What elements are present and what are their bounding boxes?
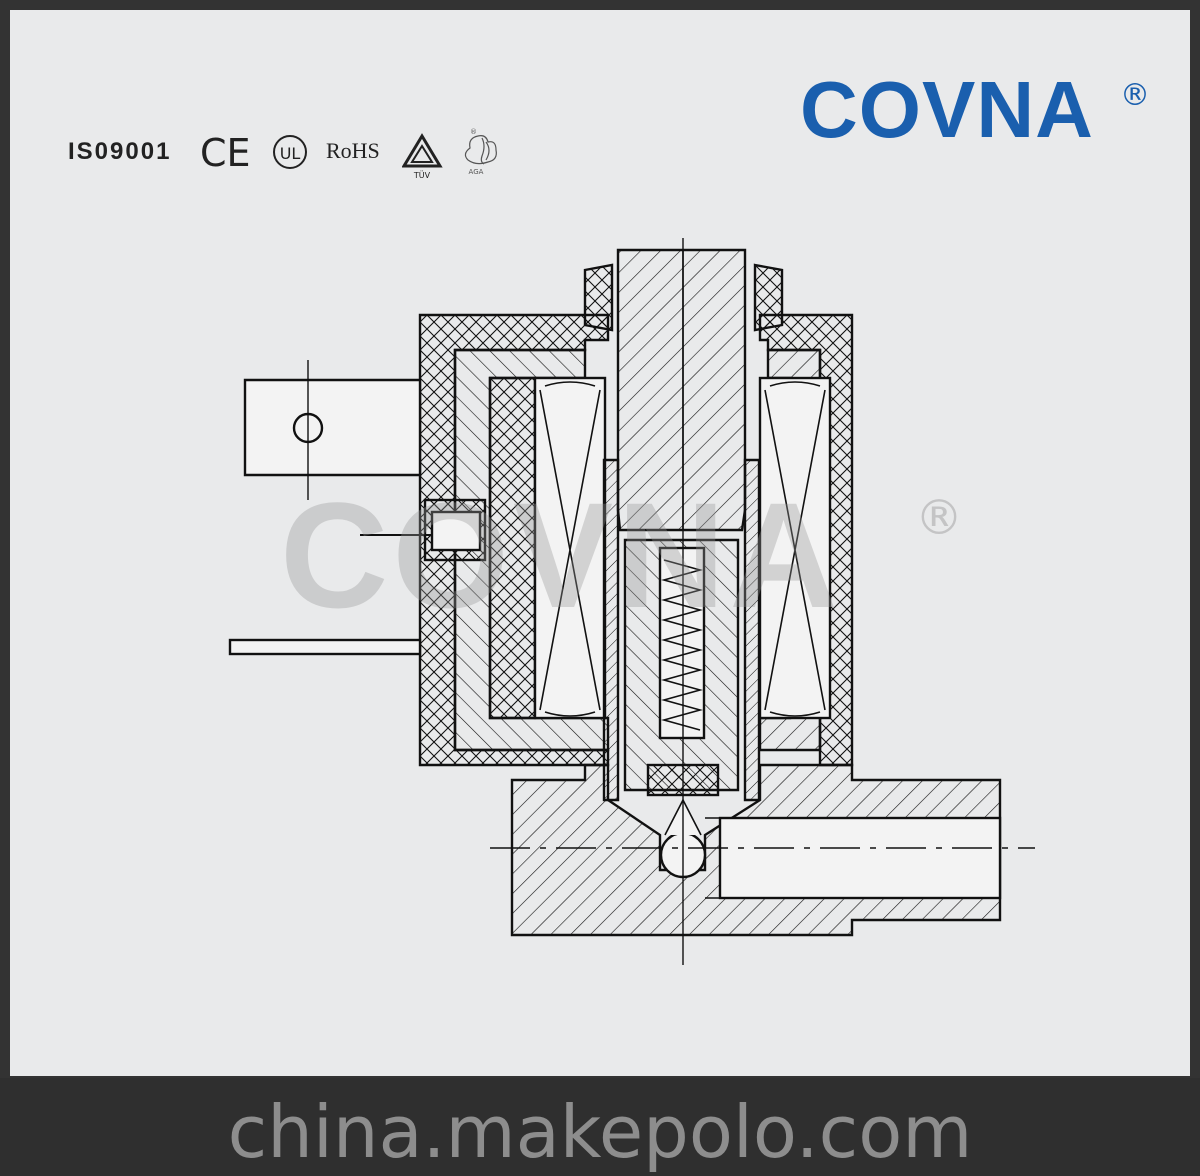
plunger-spring (661, 559, 703, 731)
coil-left-x (539, 389, 601, 711)
aga-mark-icon: ® AGA (464, 128, 497, 176)
ul-mark-label: UL (280, 144, 301, 163)
watermark-registered-mark: ® (915, 490, 963, 546)
watermark-text: COVNA (280, 471, 842, 639)
rohs-mark: RoHS (326, 138, 380, 163)
iso-certification: IS09001 (68, 138, 172, 165)
aga-registered-mark: ® (470, 128, 477, 136)
ul-mark-icon: UL (273, 135, 307, 169)
top-nut-right (753, 263, 784, 332)
solenoid-valve-section-drawing (228, 238, 1035, 965)
brand-logo: COVNA (800, 65, 1094, 154)
ce-mark: CE (200, 131, 251, 175)
outlet-passage (718, 816, 1002, 900)
tuv-mark-icon: TÜV (402, 133, 443, 180)
footer-bar: china.makepolo.com (0, 1078, 1200, 1176)
guide-tube-left (602, 458, 620, 802)
aga-mark-label: AGA (469, 168, 484, 176)
bobbin-left-cross (488, 376, 537, 720)
ground-pin (228, 638, 422, 656)
footer-site-name: china.makepolo.com (227, 1090, 973, 1174)
tuv-mark-label: TÜV (413, 170, 431, 180)
brand-registered-mark: ® (1120, 78, 1150, 113)
coil-right-x (764, 389, 826, 711)
top-nut-left (583, 263, 614, 332)
terminal-tab (243, 378, 422, 477)
spring-cavity (658, 546, 706, 740)
